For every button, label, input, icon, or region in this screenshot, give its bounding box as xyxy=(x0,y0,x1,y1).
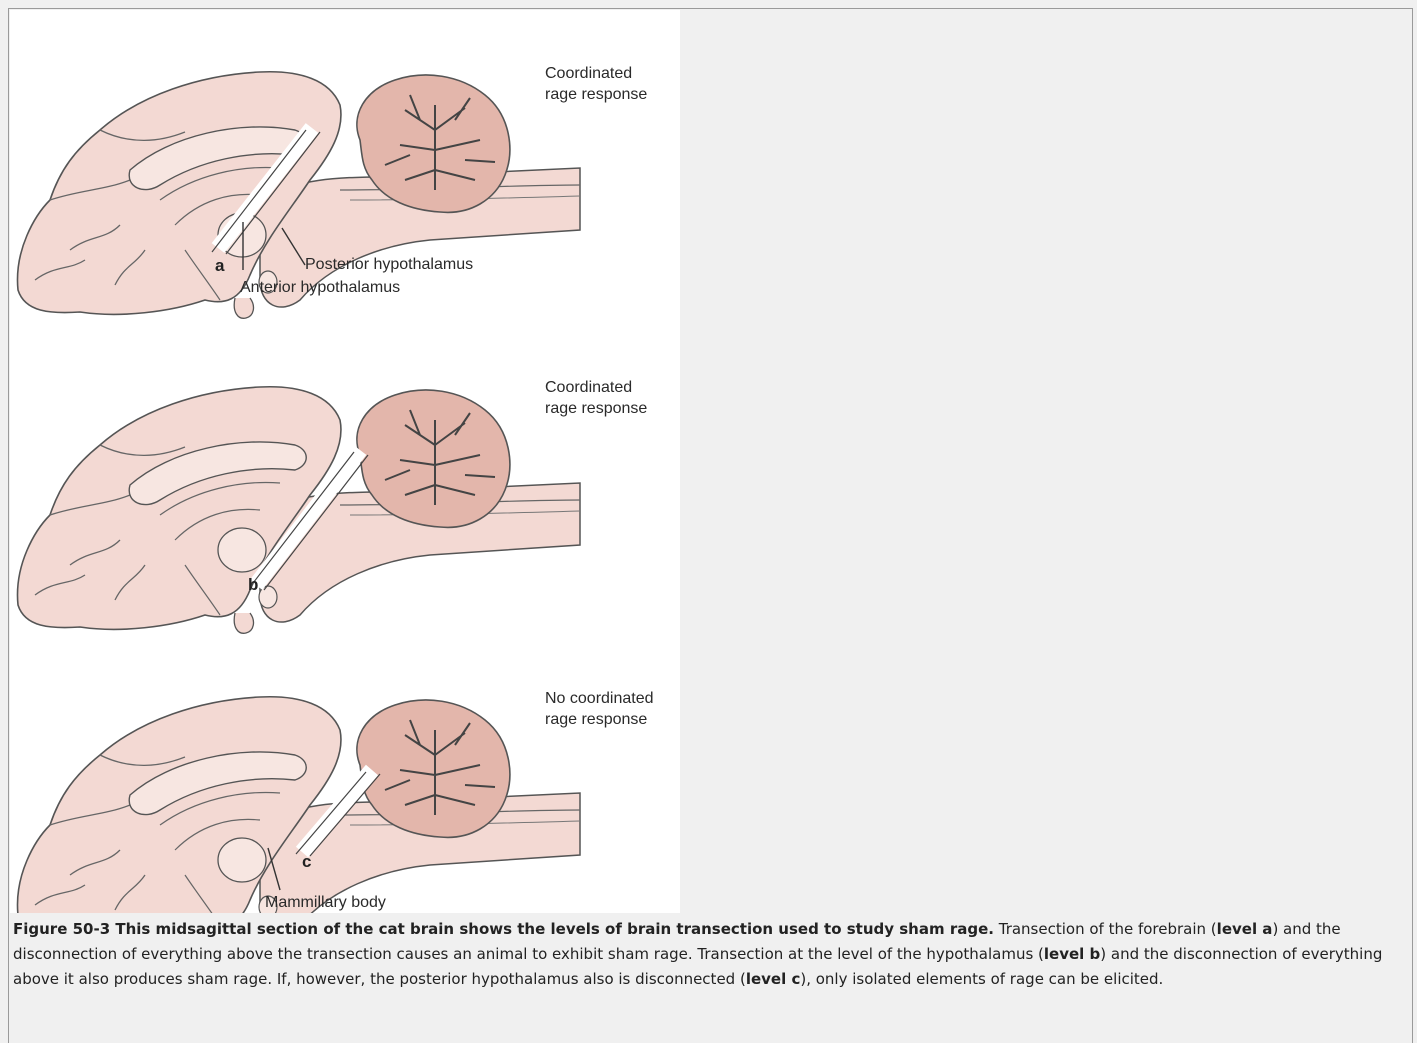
level-a-letter: a xyxy=(215,257,224,275)
caption-text-4: ), only isolated elements of rage can be… xyxy=(800,970,1163,988)
brain-illustration xyxy=(10,10,680,913)
panel-c-response-line2: rage response xyxy=(545,709,647,730)
panel-b-response-line1: Coordinated xyxy=(545,377,632,398)
posterior-hypothalamus-label: Posterior hypothalamus xyxy=(305,254,473,275)
brain-diagram-b xyxy=(18,387,580,634)
panel-c-response-line1: No coordinated xyxy=(545,688,654,709)
caption-level-a: level a xyxy=(1217,920,1273,938)
caption-text-1: Transection of the forebrain ( xyxy=(994,920,1217,938)
figure-caption: Figure 50-3 This midsagittal section of … xyxy=(13,917,1405,992)
figure-image: Coordinated rage response a Posterior hy… xyxy=(10,10,680,913)
panel-a-response-line2: rage response xyxy=(545,84,647,105)
level-b-letter: b xyxy=(248,576,258,594)
caption-level-c: level c xyxy=(746,970,801,988)
caption-level-b: level b xyxy=(1044,945,1100,963)
panel-a-response-line1: Coordinated xyxy=(545,63,632,84)
mammillary-body-label: Mammillary body xyxy=(265,892,386,913)
anterior-hypothalamus-label: Anterior hypothalamus xyxy=(240,277,400,298)
brain-diagram-c xyxy=(18,697,580,913)
panel-b-response-line2: rage response xyxy=(545,398,647,419)
caption-title: Figure 50-3 This midsagittal section of … xyxy=(13,920,994,938)
level-c-letter: c xyxy=(302,853,311,871)
